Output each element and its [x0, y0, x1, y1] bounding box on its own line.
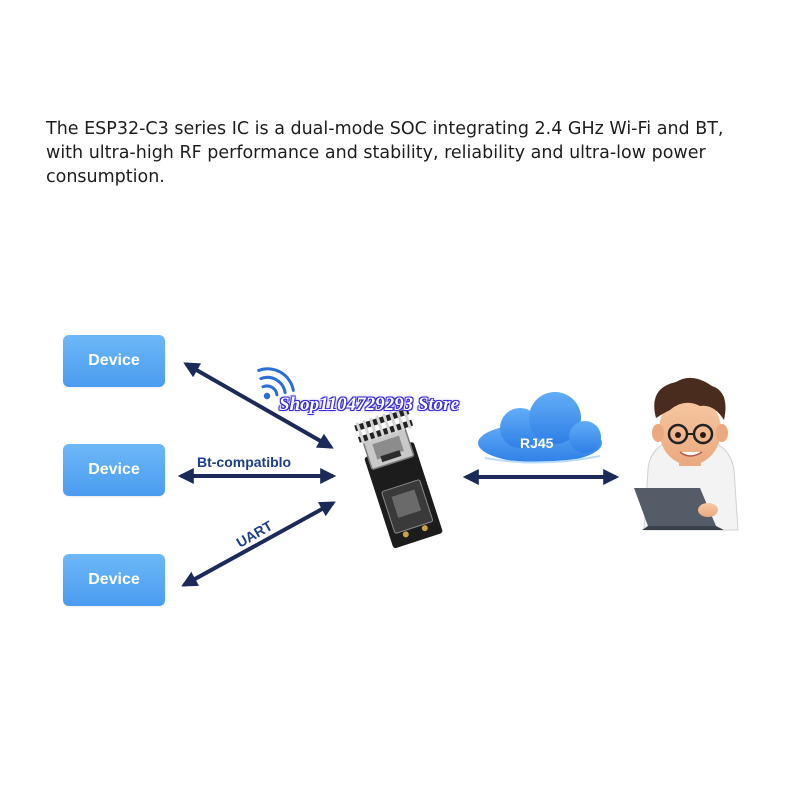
- store-watermark: Shop1104729293 Store: [279, 394, 460, 415]
- device-label: Device: [88, 352, 140, 369]
- bt-label: Bt-compatiblo: [197, 454, 291, 470]
- device-box-middle: Device: [63, 444, 165, 496]
- wifi-icon: [257, 367, 295, 400]
- pin-header: [354, 407, 414, 445]
- arrow-wifi: [183, 362, 334, 449]
- device-label: Device: [88, 461, 140, 478]
- device-box-bottom: Device: [63, 554, 165, 606]
- device-label: Device: [88, 571, 140, 588]
- person-with-laptop-icon: [634, 377, 739, 531]
- arrow-uart: [181, 501, 336, 587]
- esp32-module: [362, 427, 443, 549]
- device-box-top: Device: [63, 335, 165, 387]
- description-text: The ESP32-C3 series IC is a dual-mode SO…: [46, 119, 724, 187]
- cloud-icon: [478, 392, 602, 464]
- rj45-label: RJ45: [520, 435, 554, 451]
